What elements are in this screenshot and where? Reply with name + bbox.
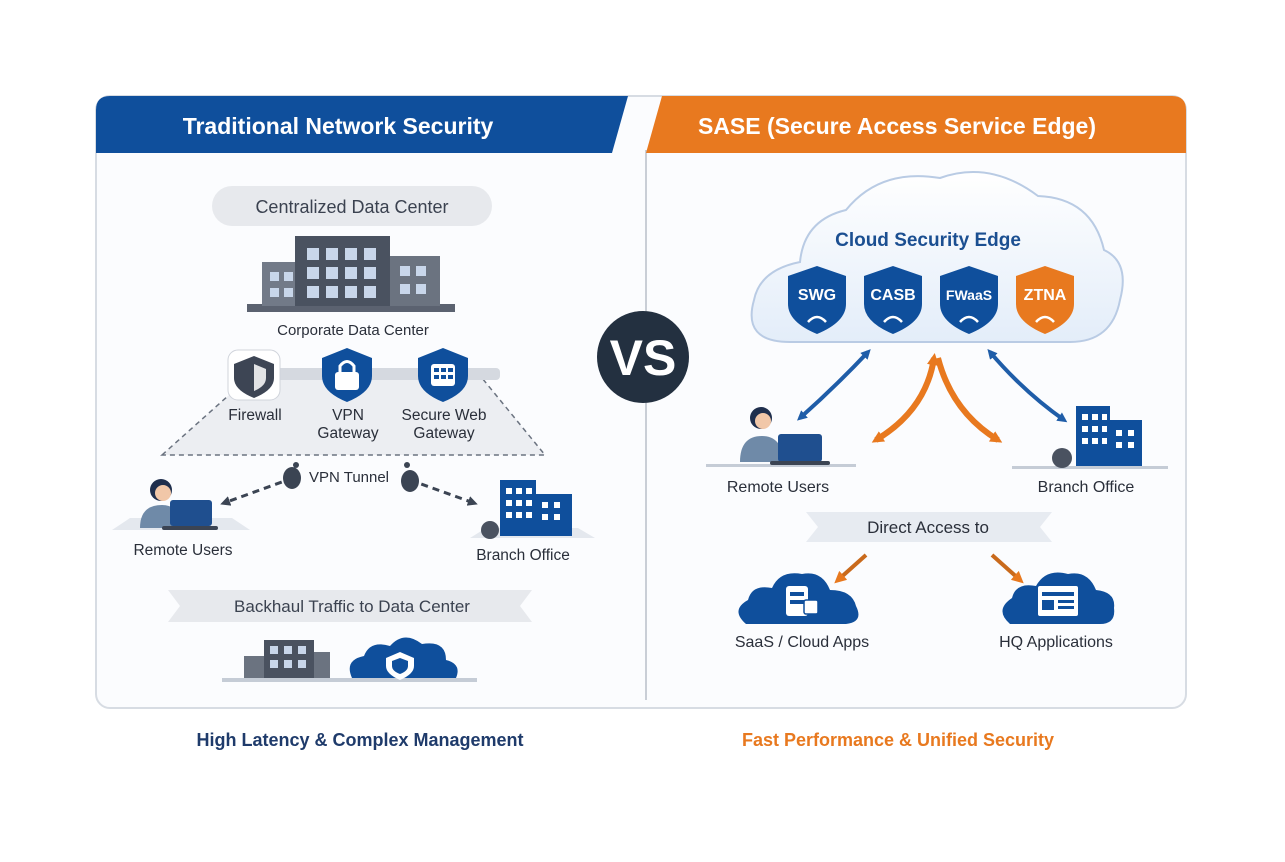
vpn-label-line1: VPN [332,407,364,424]
swg-shield-label: SWG [798,287,836,304]
fwaas-shield-label: FWaaS [946,287,992,303]
direct-access-label: Direct Access to [867,518,989,537]
backhaul-ribbon [168,590,532,622]
saas-access-arrow [834,553,868,584]
corporate-data-center-label: Corporate Data Center [277,322,429,339]
casb-shield-label: CASB [870,287,915,304]
remote-user-cloud-arrow [797,349,871,421]
saas-label: SaaS / Cloud Apps [735,634,869,651]
vpn-label-line2: Gateway [317,425,378,442]
firewall-icon [227,349,281,401]
fwaas-shield-icon [940,266,998,334]
hq-label: HQ Applications [999,634,1113,651]
vs-label: VS [610,330,677,386]
left-header-banner [96,96,628,153]
ztna-shield-label: ZTNA [1024,287,1067,304]
cloud-orange-arrow-right [935,357,1003,443]
tunnel-end-left [283,467,301,489]
vs-badge [597,311,689,403]
direct-access-ribbon [806,512,1052,542]
vpn-tunnel-arrow-left [220,476,294,506]
branch-office-icon-right [1012,406,1168,469]
left-branch-office-label: Branch Office [476,547,570,564]
casb-shield-icon [864,266,922,334]
swg-label-line2: Gateway [413,425,474,442]
left-remote-users-label: Remote Users [133,542,232,559]
vpn-lock-icon [322,348,372,402]
hq-access-arrow [990,553,1024,584]
right-title: SASE (Secure Access Service Edge) [698,113,1096,139]
swg-label-line1: Secure Web [401,407,486,424]
cloud-label: Cloud Security Edge [835,230,1021,251]
data-center-pill-label: Centralized Data Center [255,197,448,217]
remote-user-icon-right [706,407,856,467]
right-header-banner [646,96,1186,153]
ztna-shield-icon [1016,266,1074,334]
hq-cloud-icon [1002,572,1115,624]
corporate-building-icon [247,236,455,312]
saas-cloud-icon [738,573,859,624]
secure-web-gateway-icon [418,348,468,402]
remote-user-icon-left [112,479,250,530]
right-branch-office-label: Branch Office [1038,479,1135,496]
data-center-pill [212,186,492,226]
left-title: Traditional Network Security [183,113,494,139]
branch-office-icon-left [470,480,595,539]
left-footer: High Latency & Complex Management [196,730,523,750]
tunnel-end-right [401,470,419,492]
right-remote-users-label: Remote Users [727,479,829,496]
vpn-tunnel-label: VPN Tunnel [309,469,389,486]
firewall-label: Firewall [228,407,281,424]
backhaul-cloud-icon [349,637,458,680]
cloud-orange-arrow-left [871,353,939,443]
branch-cloud-arrow [987,348,1068,423]
right-footer: Fast Performance & Unified Security [742,730,1054,750]
backhaul-building-icon [222,640,477,682]
backhaul-label: Backhaul Traffic to Data Center [234,597,470,616]
swg-shield-icon [788,266,846,334]
